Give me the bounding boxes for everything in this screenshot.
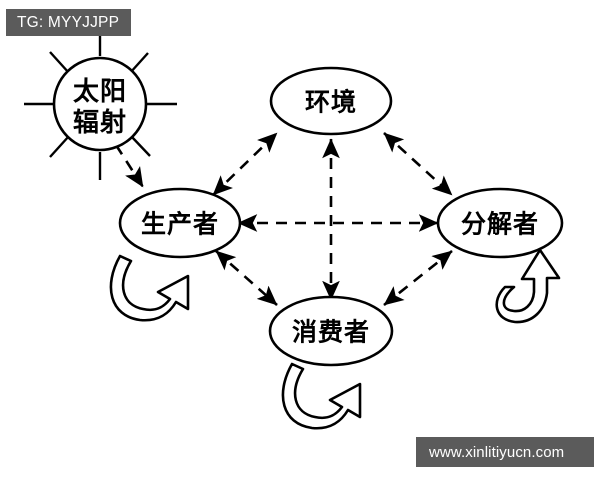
link-environment-decomposer <box>383 132 453 196</box>
node-environment[interactable]: 环境 <box>269 66 393 136</box>
tag-badge-label: TG: MYYJJPP <box>17 13 120 31</box>
self-loop-consumer <box>281 362 362 430</box>
node-sun[interactable]: 太阳 辐射 <box>52 56 148 152</box>
node-sun-label-line2: 辐射 <box>73 108 127 138</box>
link-sun-producer <box>114 144 145 188</box>
node-decomposer-label: 分解者 <box>461 210 539 239</box>
watermark-label: www.xinlitiyucn.com <box>429 443 565 461</box>
link-consumer-decomposer <box>383 249 453 307</box>
node-producer-label: 生产者 <box>141 210 219 239</box>
tag-badge: TG: MYYJJPP <box>6 9 132 36</box>
node-sun-label-line1: 太阳 <box>73 77 127 107</box>
self-loop-decomposer <box>495 248 561 324</box>
watermark-badge: www.xinlitiyucn.com <box>416 437 594 467</box>
node-decomposer[interactable]: 分解者 <box>436 187 564 259</box>
node-producer[interactable]: 生产者 <box>118 187 242 259</box>
node-environment-label: 环境 <box>305 88 357 117</box>
link-producer-consumer <box>215 250 278 306</box>
link-producer-environment <box>212 132 278 196</box>
self-loop-producer <box>109 254 190 322</box>
sun-rays <box>24 30 177 180</box>
node-consumer[interactable]: 消费者 <box>268 295 394 367</box>
self-loop-arrows <box>109 248 561 430</box>
diagram-links <box>114 132 453 307</box>
node-consumer-label: 消费者 <box>292 318 370 347</box>
